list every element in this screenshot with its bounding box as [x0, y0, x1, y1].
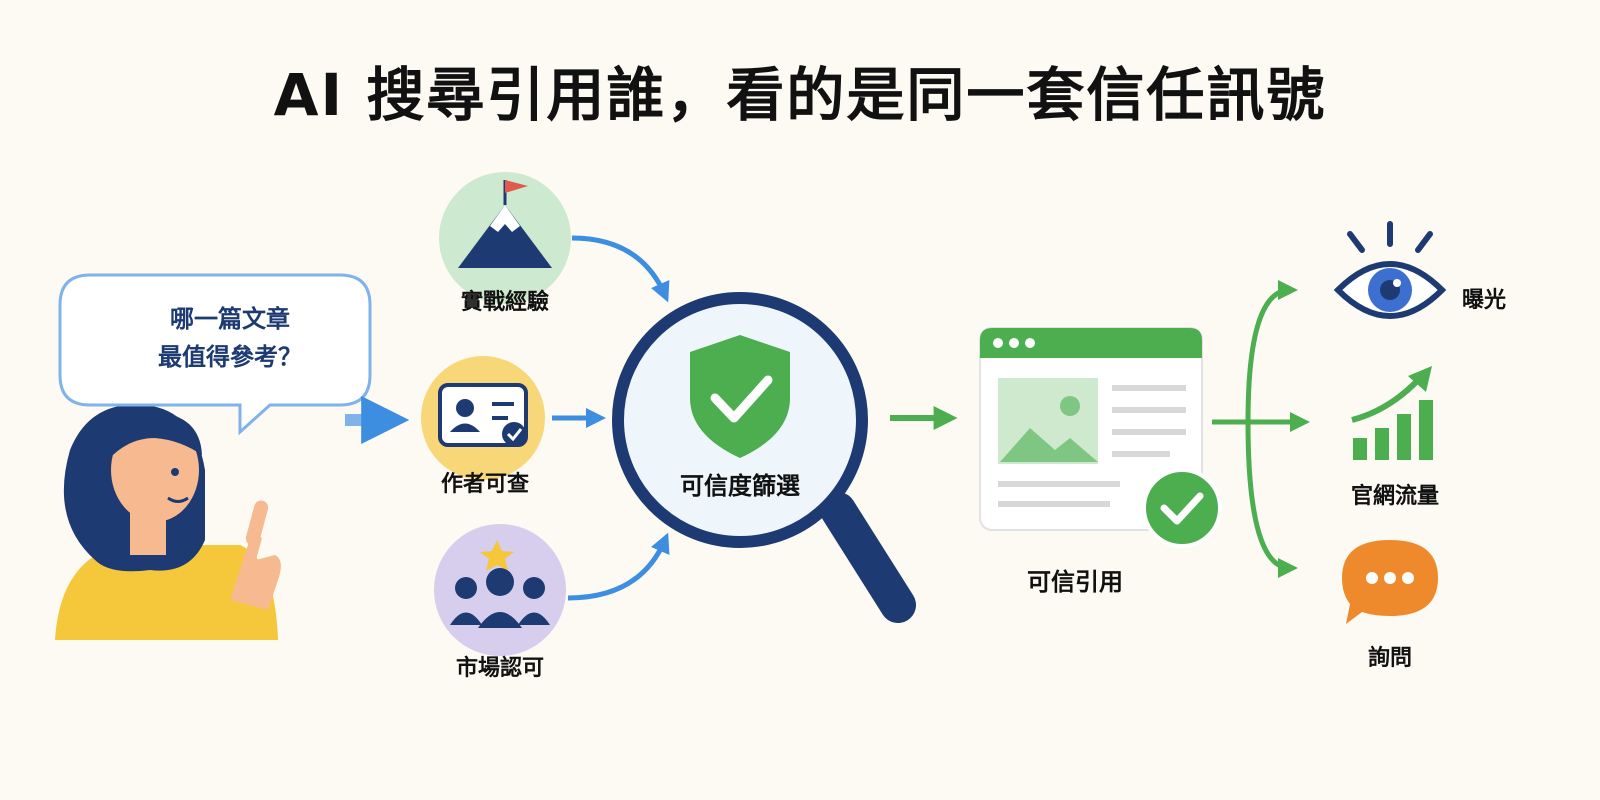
- webpage-check-icon: [979, 327, 1222, 548]
- arrow-experience-to-filter: [571, 235, 670, 303]
- speech-bubble: [58, 273, 372, 436]
- label-filter: 可信度篩選: [680, 472, 800, 500]
- question-line-1: 哪一篇文章: [170, 305, 290, 333]
- magnifier-shield-icon: [612, 292, 916, 623]
- signal-circle-author: [421, 356, 545, 480]
- signal-circle-experience: [439, 172, 571, 304]
- label-experience: 實戰經驗: [460, 290, 549, 315]
- page-title: AI 搜尋引用誰，看的是同一套信任訊號: [273, 61, 1327, 129]
- signal-circle-market: [434, 524, 566, 656]
- speech-bubble-text: 哪一篇文章 最值得參考？: [100, 300, 360, 376]
- label-author: 作者可查: [440, 472, 529, 497]
- arrow-market-to-filter: [567, 532, 670, 601]
- label-inquiry: 詢問: [1367, 646, 1412, 671]
- person-illustration: [55, 404, 281, 640]
- chat-bubble-icon: [1342, 540, 1438, 624]
- label-market: 市場認可: [455, 656, 544, 681]
- label-exposure: 曝光: [1462, 288, 1507, 313]
- branch-arrows: [1212, 280, 1310, 578]
- label-traffic: 官網流量: [1350, 484, 1439, 509]
- label-citation: 可信引用: [1027, 568, 1123, 596]
- question-line-2: 最值得參考？: [158, 343, 302, 371]
- eye-icon: [1333, 221, 1447, 319]
- growth-chart-icon: [1351, 366, 1433, 460]
